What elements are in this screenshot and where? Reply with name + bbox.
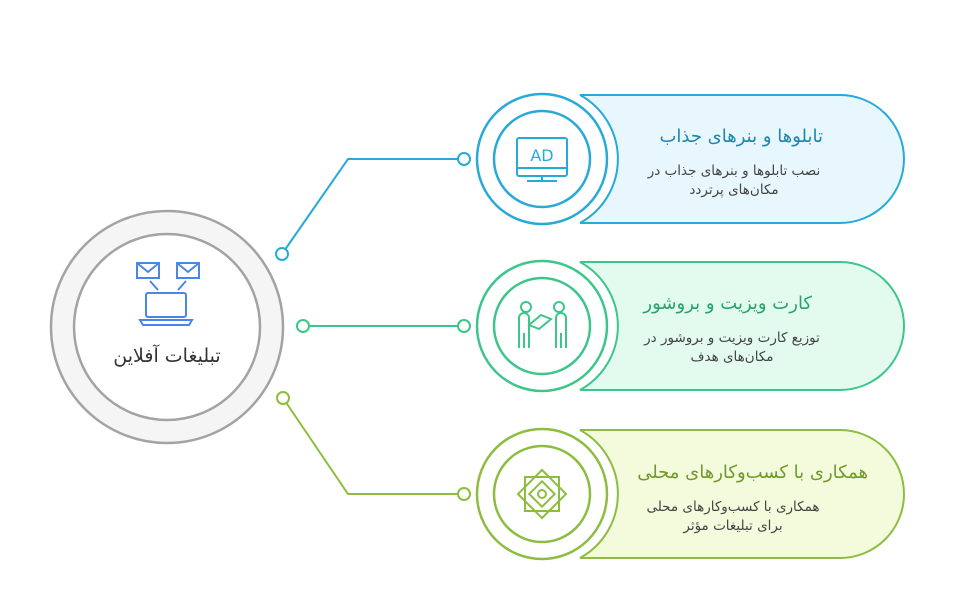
item-business-cards: کارت ویزیت و بروشور توزیع کارت ویزیت و ب… <box>475 259 905 393</box>
center-label: تبلیغات آفلاین <box>113 343 220 367</box>
people-handing-card-icon <box>518 301 567 348</box>
connector-endpoint-dot <box>275 247 289 261</box>
svg-text:AD: AD <box>530 146 553 165</box>
item-desc-line1: همکاری با کسب‌وکارهای محلی <box>646 499 819 515</box>
connector-endpoint-dot <box>457 487 471 501</box>
item-title: کارت ویزیت و بروشور <box>642 293 812 314</box>
item-desc-line2: برای تبلیغات مؤثر <box>682 518 782 534</box>
item-desc-line1: نصب تابلوها و بنرهای جذاب در <box>647 163 821 179</box>
connector-endpoint-dot <box>296 319 310 333</box>
item-title: همکاری با کسب‌وکارهای محلی <box>637 462 868 483</box>
item-desc-line1: توزیع کارت ویزیت و بروشور در <box>643 330 820 346</box>
geometric-star-icon <box>516 468 568 520</box>
connector-endpoint-dot <box>457 152 471 166</box>
connector-3 <box>282 397 464 495</box>
connector-endpoint-dot <box>276 391 290 405</box>
laptop-with-mail-icon <box>136 262 200 326</box>
connector-1 <box>281 158 464 255</box>
connector-endpoint-dot <box>457 319 471 333</box>
item-local-business: همکاری با کسب‌وکارهای محلی همکاری با کسب… <box>475 427 905 561</box>
item-title: تابلوها و بنرهای جذاب <box>659 126 823 147</box>
item-billboards: AD تابلوها و بنرهای جذاب نصب تابلوها و ب… <box>475 92 905 226</box>
center-node: تبلیغات آفلاین <box>49 209 285 445</box>
item-desc-line2: مکان‌های هدف <box>690 349 773 365</box>
ad-monitor-icon: AD <box>516 137 568 182</box>
item-desc-line2: مکان‌های پرتردد <box>689 182 778 198</box>
